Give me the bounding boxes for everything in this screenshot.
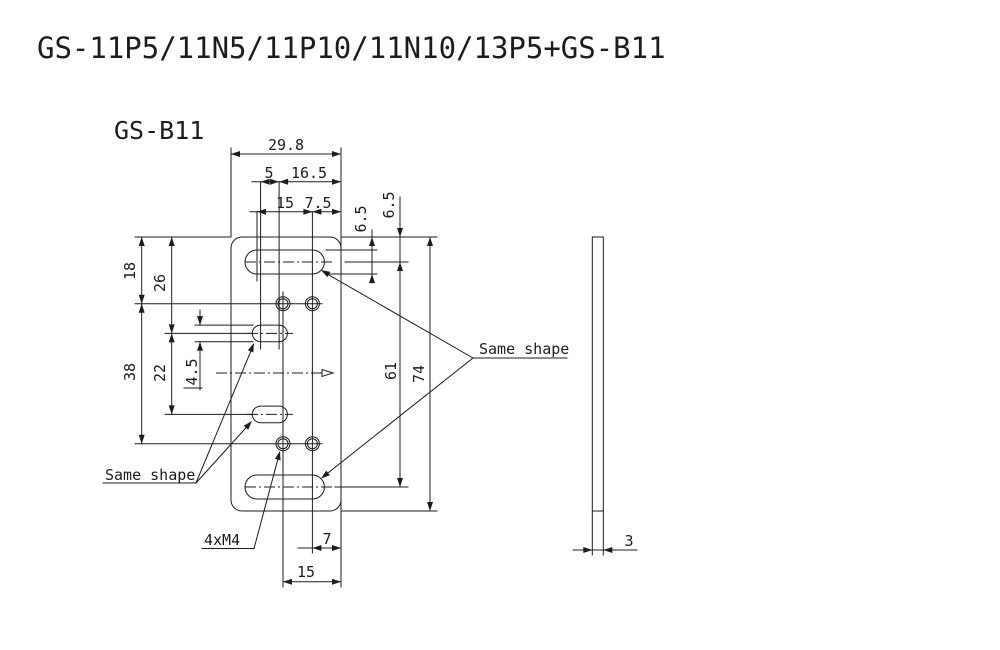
dim-holes-to-edge: 15	[297, 563, 315, 581]
side-view	[591, 236, 604, 556]
annotation-labels: Same shape Same shape 4xM4	[105, 340, 569, 549]
centerline-arrow-icon	[321, 368, 335, 378]
view-label: GS-B11	[114, 116, 204, 145]
same-shape-right-label: Same shape	[479, 340, 569, 358]
center-lines	[216, 261, 335, 488]
side-plate-outline	[591, 236, 604, 512]
dim-top-edge-to-holes: 18	[121, 262, 139, 280]
dim-hole-to-edge: 7	[322, 530, 331, 548]
dim-left-slot-height: 4.5	[183, 358, 201, 385]
dim-top-edge-to-left-slot: 26	[151, 274, 169, 292]
dimension-arrows	[138, 151, 613, 585]
drawing-title: GS-11P5/11N5/11P10/11N10/13P5+GS-B11	[37, 31, 666, 65]
dim-plate-height: 74	[410, 365, 428, 383]
dim-top-slot-offset: 6.5	[380, 191, 398, 218]
dim-left-slots-pitch: 22	[151, 364, 169, 382]
leader-lines	[102, 270, 568, 550]
dim-top-slot-to-edge: 7.5	[304, 194, 331, 212]
same-shape-left-label: Same shape	[105, 466, 195, 484]
dim-top-slot-height: 6.5	[352, 205, 370, 232]
dim-top-slot-arc-pitch: 15	[276, 194, 294, 212]
dim-left-slot-arc-pitch: 5	[264, 164, 273, 182]
dim-left-slot-to-edge: 16.5	[291, 164, 327, 182]
dim-thickness: 3	[624, 532, 633, 550]
dim-slot-centers-span: 61	[382, 362, 400, 380]
dim-plate-width: 29.8	[268, 136, 304, 154]
extension-lines	[134, 147, 438, 588]
dimension-texts: 29.8 5 16.5 15 7.5 6.5 6.5 18 26 38 22 4…	[121, 136, 634, 581]
dim-hole-rows-span: 38	[121, 363, 139, 381]
thread-callout-label: 4xM4	[204, 531, 240, 549]
